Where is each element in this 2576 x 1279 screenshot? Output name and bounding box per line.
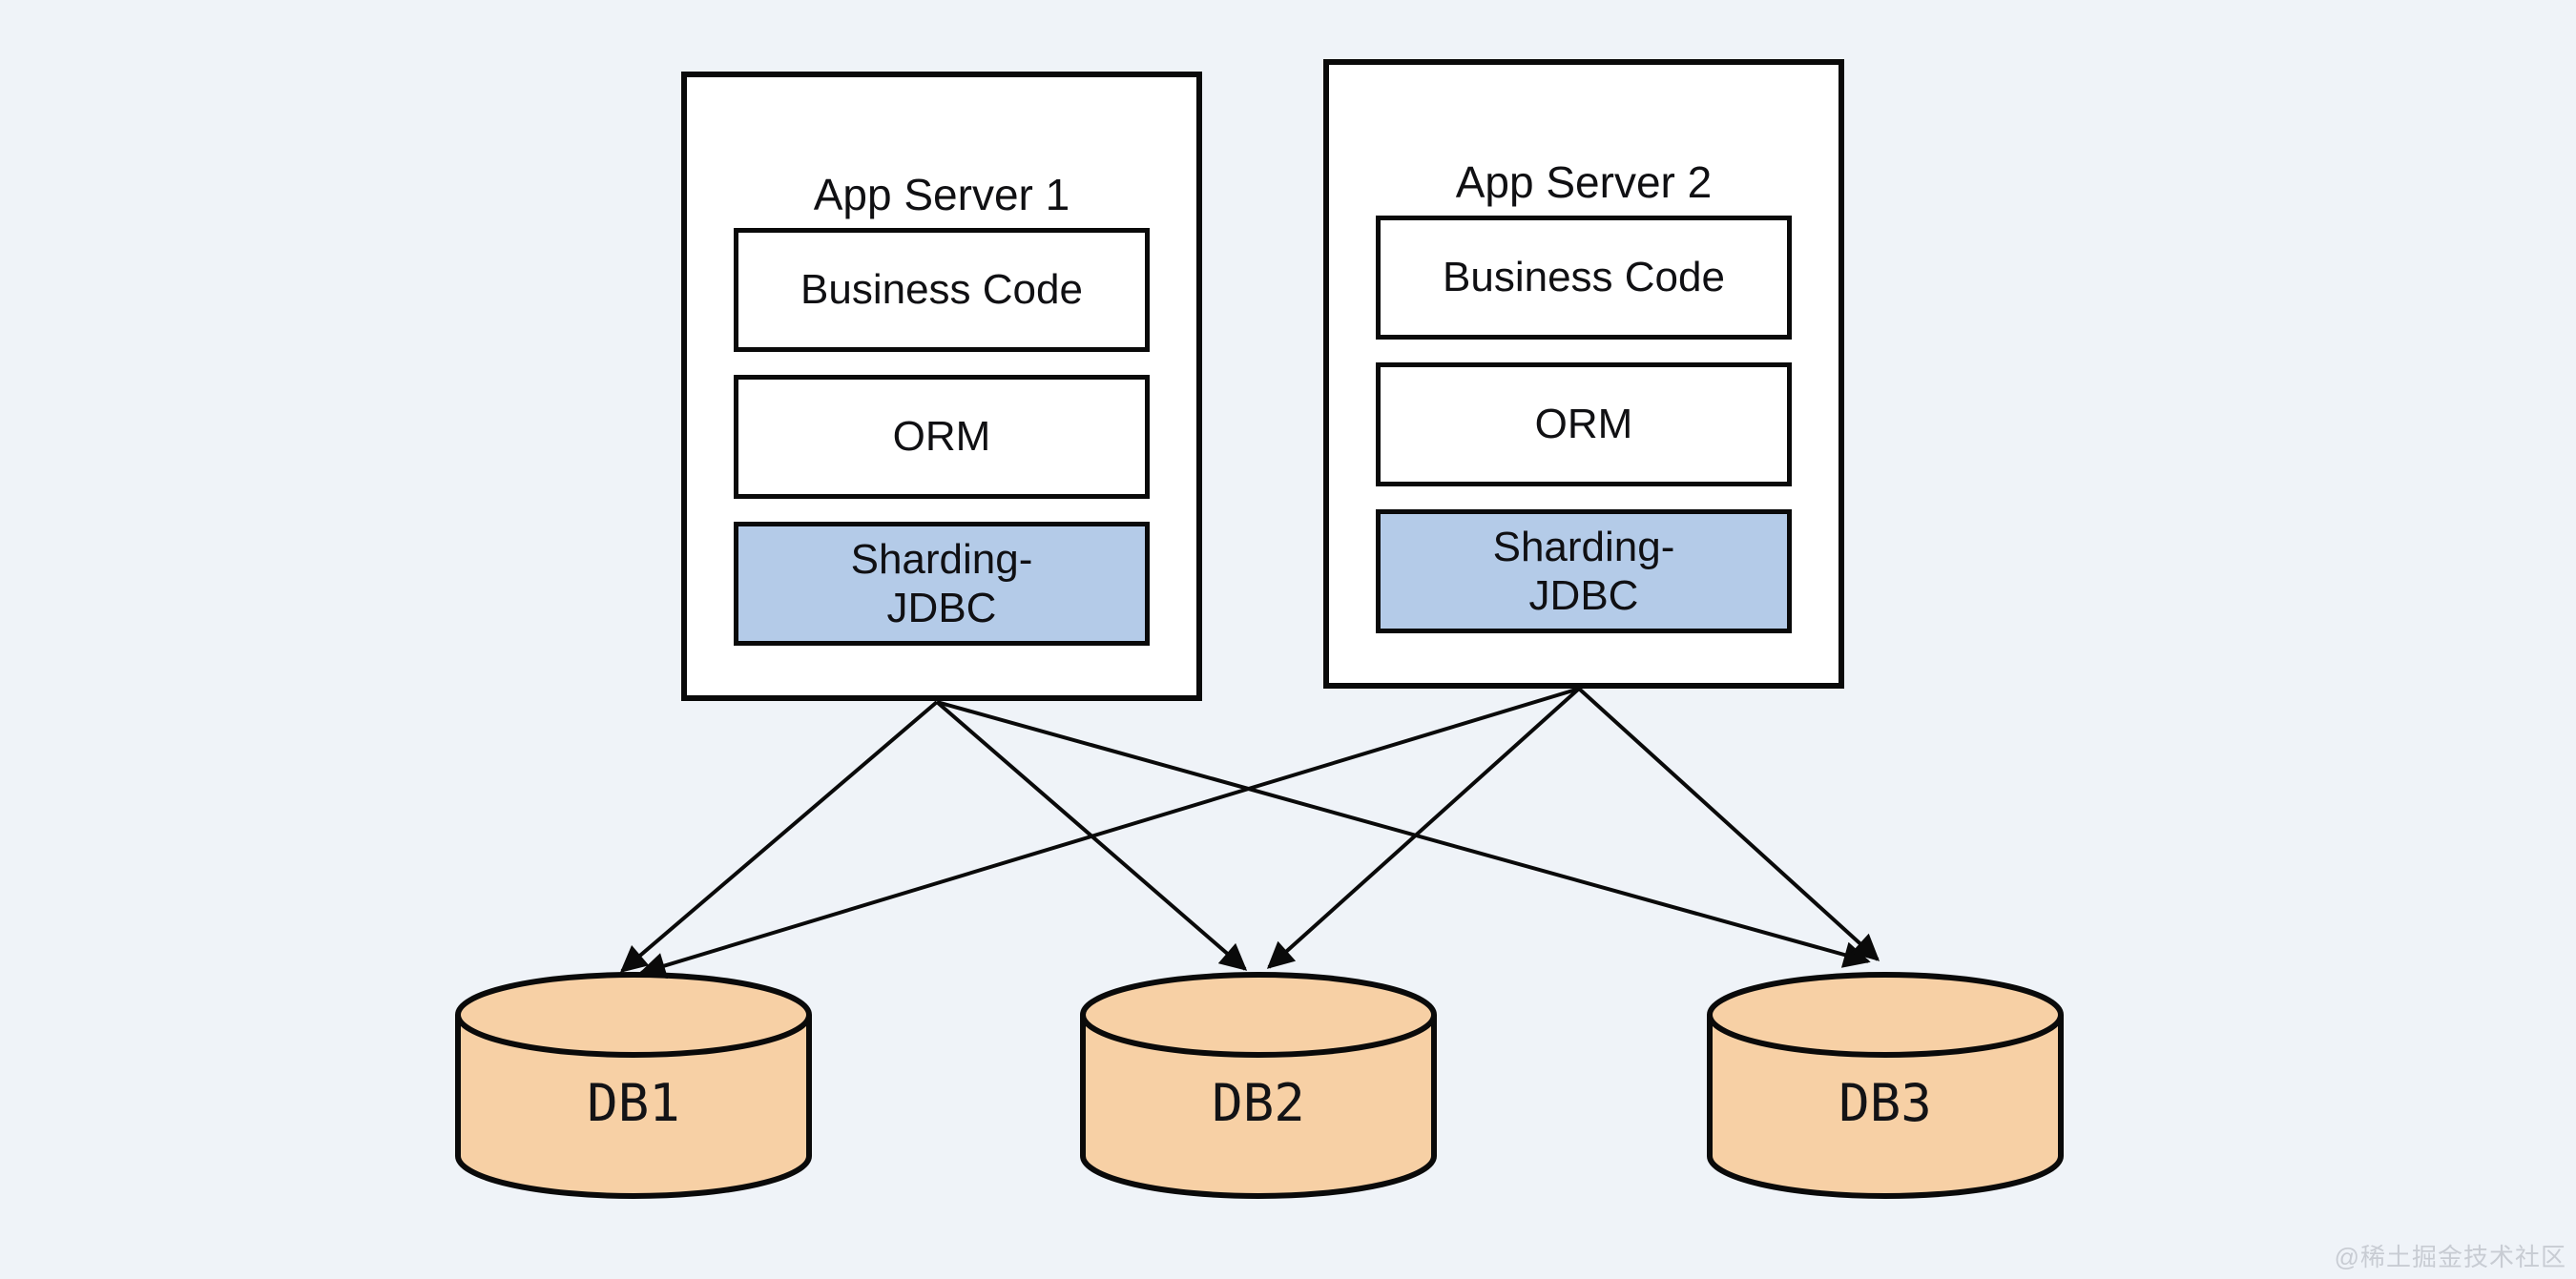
watermark-text: @稀土掘金技术社区 <box>2334 1243 2566 1271</box>
layer-label: Business Code <box>800 266 1083 314</box>
app-server-2-layer-sharding-jdbc: Sharding- JDBC <box>1376 509 1792 633</box>
arrow-appserver1-db3 <box>936 700 1871 968</box>
db3-cylinder <box>1707 972 2064 1199</box>
app-server-1-layer-orm: ORM <box>734 375 1150 499</box>
app-server-2-title: App Server 2 <box>1455 157 1713 208</box>
db1-cylinder-top <box>455 972 812 1058</box>
app-server-1-box: App Server 1 Business Code ORM Sharding-… <box>681 72 1202 701</box>
db2-cylinder-body <box>1080 1015 1437 1199</box>
db3-cylinder-body <box>1707 1015 2064 1199</box>
arrows-group <box>619 687 1880 980</box>
app-server-2-layer-business-code: Business Code <box>1376 216 1792 340</box>
app-server-1-layer-sharding-jdbc: Sharding- JDBC <box>734 522 1150 646</box>
layer-label: Sharding- JDBC <box>1492 523 1675 619</box>
db3-label: DB3 <box>1839 1073 1932 1133</box>
db2-label: DB2 <box>1212 1073 1305 1133</box>
app-server-2-box: App Server 2 Business Code ORM Sharding-… <box>1323 59 1844 689</box>
db1-cylinder-body <box>455 1015 812 1199</box>
db2-cylinder-top <box>1080 972 1437 1058</box>
db1-label: DB1 <box>587 1073 680 1133</box>
arrow-appserver2-db1 <box>638 687 1580 980</box>
db2-cylinder <box>1080 972 1437 1199</box>
layer-label: Business Code <box>1443 254 1725 301</box>
app-server-1-title: App Server 1 <box>813 170 1070 220</box>
db3-cylinder-top <box>1707 972 2064 1058</box>
arrow-appserver2-db3 <box>1577 687 1880 961</box>
app-server-2-layer-orm: ORM <box>1376 362 1792 486</box>
layer-label: ORM <box>892 413 991 461</box>
layer-label: Sharding- JDBC <box>850 535 1033 631</box>
app-server-1-layer-business-code: Business Code <box>734 228 1150 352</box>
db1-cylinder <box>455 972 812 1199</box>
arrow-appserver2-db2 <box>1266 687 1581 969</box>
layer-label: ORM <box>1534 401 1633 448</box>
arrow-appserver1-db1 <box>619 700 939 973</box>
